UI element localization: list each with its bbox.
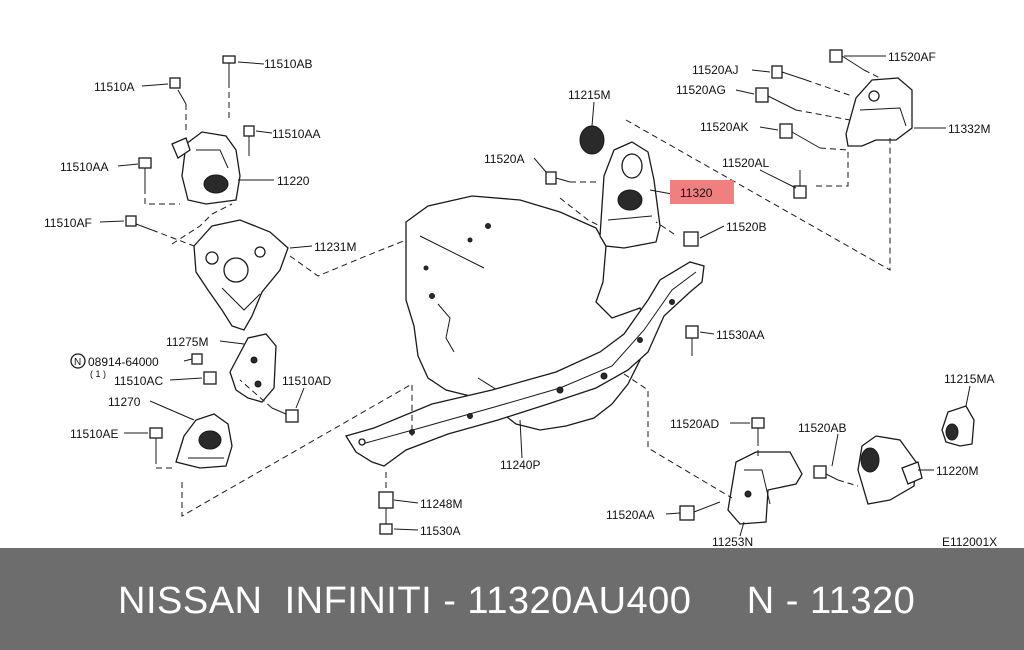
- callout-11253N: 11253N: [712, 535, 753, 548]
- bolt-11510AA-right: [243, 125, 255, 156]
- callout-11231M: 11231M: [314, 240, 356, 254]
- callout-08914-64000: 08914-64000: [88, 355, 159, 369]
- nut-11520B: [683, 231, 699, 247]
- callout-11520AG: 11520AG: [676, 83, 726, 97]
- highlight-box-11320: [670, 180, 734, 204]
- insulator-11215M: [579, 125, 605, 155]
- bolt-11510AF: [125, 215, 153, 231]
- nut-symbol: N: [70, 353, 86, 369]
- callout-11510AD: 11510AD: [282, 374, 331, 388]
- callout-11520AD: 11520AD: [670, 417, 719, 431]
- bolt-11520AK: [779, 123, 821, 149]
- nut-11248M: [378, 491, 394, 509]
- bolt-11520AA: [679, 501, 721, 521]
- callout-11320: 11320: [680, 186, 713, 200]
- callout-11220: 11220: [277, 174, 310, 188]
- crossmember: [344, 261, 705, 467]
- engine-mount-11270: [175, 413, 233, 469]
- callout-11520AL: 11520AL: [722, 156, 769, 170]
- bracket-11332M: [845, 77, 913, 147]
- callout-11510AA-left: 11510AA: [60, 160, 109, 174]
- bolt-11510AD: [271, 407, 299, 423]
- bolt-11520AL: [793, 170, 807, 199]
- callout-11520AA: 11520AA: [606, 508, 655, 522]
- bolt-11520A: [545, 171, 571, 185]
- nut-08914: [191, 353, 203, 365]
- insulator-11215MA: [941, 405, 975, 447]
- bolt-11530AA: [685, 325, 699, 350]
- callout-11510A: 11510A: [94, 80, 134, 94]
- callout-11530A: 11530A: [420, 524, 460, 538]
- engine-mount-11320: [599, 141, 661, 249]
- callout-11240P: 11240P: [500, 458, 540, 472]
- callout-11510AB: 11510AB: [264, 57, 313, 71]
- callout-11530AA: 11530AA: [716, 328, 765, 342]
- callout-08914-qty: ( 1 ): [90, 369, 106, 379]
- bolts: [125, 49, 865, 535]
- bracket-11231M: [193, 219, 289, 331]
- callout-11510AA-right: 11510AA: [272, 127, 321, 141]
- bolt-11520AD: [751, 417, 765, 440]
- callout-11510AC: 11510AC: [114, 374, 163, 388]
- bolt-11520AF: [829, 49, 865, 71]
- callout-11510AE: 11510AE: [70, 427, 119, 441]
- bolt-11520AB: [813, 465, 839, 481]
- bolt-11510AE: [149, 427, 163, 458]
- parts-diagram: N 11510AB 11510A 11510AA 11510AA 11220 1…: [44, 49, 998, 548]
- callout-11520AJ: 11520AJ: [692, 63, 738, 77]
- callout-11248M: 11248M: [420, 497, 462, 511]
- callout-11520AK: 11520AK: [700, 120, 749, 134]
- assembly-lines: [144, 69, 891, 517]
- bolt-11510AC: [203, 371, 217, 385]
- callout-11215M: 11215M: [568, 88, 610, 102]
- callout-11520AB: 11520AB: [798, 421, 847, 435]
- callout-11520A: 11520A: [484, 152, 524, 166]
- callout-11520B: 11520B: [726, 220, 766, 234]
- callout-11270: 11270: [108, 395, 141, 409]
- callout-labels: 11510AB 11510A 11510AA 11510AA 11220 115…: [44, 50, 997, 548]
- callout-11275M: 11275M: [166, 335, 208, 349]
- callout-11510AF: 11510AF: [44, 216, 92, 230]
- engine-mount-11220M: [857, 435, 923, 505]
- bolt-11520AJ: [771, 65, 807, 81]
- footer-bar: [0, 548, 1024, 650]
- bolt-11520AG: [755, 87, 797, 111]
- bolt-11510AA-left: [138, 157, 152, 188]
- bolt-11530A: [379, 508, 393, 535]
- leader-lines: [99, 55, 971, 537]
- part-number-caption: NISSAN INFINITI - 11320AU400 N - 11320: [118, 580, 916, 622]
- diagram-code: E112001X: [942, 535, 997, 548]
- bracket-11275M: [229, 333, 277, 403]
- engine-mount-11220: [171, 131, 241, 205]
- callout-11215MA: 11215MA: [944, 372, 994, 386]
- callout-11332M: 11332M: [948, 122, 990, 136]
- bolt-11510A: [169, 77, 187, 105]
- bolt-11510AB: [222, 55, 236, 82]
- callout-11220M: 11220M: [936, 464, 978, 478]
- nut-symbol-letter: N: [74, 357, 81, 368]
- callout-11520AF: 11520AF: [888, 50, 936, 64]
- bracket-11253N: [727, 451, 803, 525]
